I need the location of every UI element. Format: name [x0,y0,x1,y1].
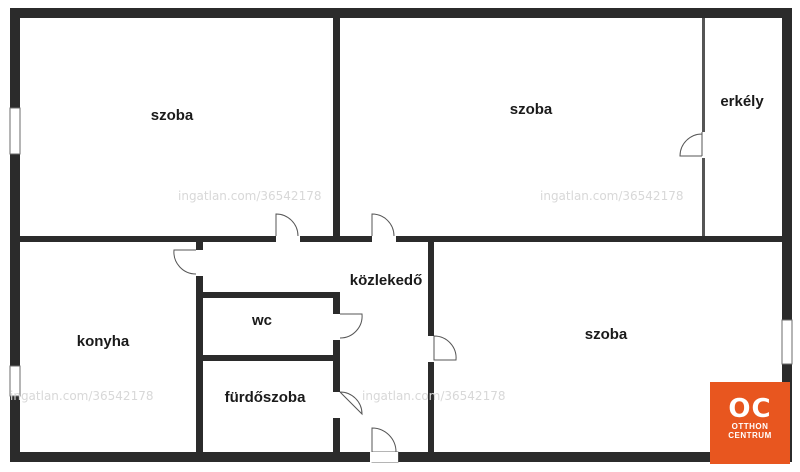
wall-balcony [702,18,705,236]
door-arc-entrance [371,427,397,453]
label-hallway: közlekedő [350,272,423,289]
otthon-centrum-logo: OC OTTHON CENTRUM [710,382,790,464]
door-arc-balcony [679,132,703,157]
door-gap-room1 [276,236,300,242]
window-left-bottom [9,365,21,397]
label-room-top-middle: szoba [510,101,553,118]
door-arc-kitchen [173,249,197,275]
watermark-3: ingatlan.com/36542178 [10,389,153,403]
watermarks: ingatlan.com/36542178 ingatlan.com/36542… [10,189,683,403]
wall-top-divider [333,18,340,242]
wall-left [10,8,20,462]
door-gap-room2 [372,236,396,242]
label-balcony: erkély [720,93,764,110]
label-room-bottom-right: szoba [585,326,628,343]
wall-kitchen-divider [196,242,203,452]
label-room-top-left: szoba [151,107,194,124]
door-gap-wc [333,314,340,340]
door-gap-balcony [700,132,708,158]
logo-line2: CENTRUM [728,431,772,440]
watermark-2: ingatlan.com/36542178 [540,189,683,203]
door-arc-wc [339,313,363,339]
outer-walls [10,8,792,462]
door-gap-bathroom [333,392,340,418]
logo-line1: OTTHON [731,422,769,431]
logo-mark: OC [728,394,772,424]
wall-wc-top [203,292,340,298]
interior-walls [20,18,782,452]
window-left-top [9,107,21,155]
door-arc-room1 [275,213,299,237]
door-arc-bathroom [339,391,363,416]
watermark-4: ingatlan.com/36542178 [362,389,505,403]
wall-right [782,8,792,462]
door-arc-room3 [433,335,457,361]
wall-horizontal-middle [20,236,782,242]
doors [173,132,708,462]
label-kitchen: konyha [77,333,130,350]
label-wc: wc [251,312,272,329]
door-gap-room3 [428,336,434,362]
wall-bottom [10,452,792,462]
door-arc-room2 [371,213,395,237]
door-gap-kitchen [196,250,203,276]
wall-wc-bath-right [333,292,340,452]
door-gap-entrance [370,452,398,462]
label-bathroom: fürdőszoba [225,389,306,406]
wall-top [10,8,792,18]
window-right [781,319,793,365]
wall-wc-bottom [203,355,340,361]
watermark-1: ingatlan.com/36542178 [178,189,321,203]
room-labels: szoba szoba erkély konyha közlekedő wc f… [77,93,765,406]
